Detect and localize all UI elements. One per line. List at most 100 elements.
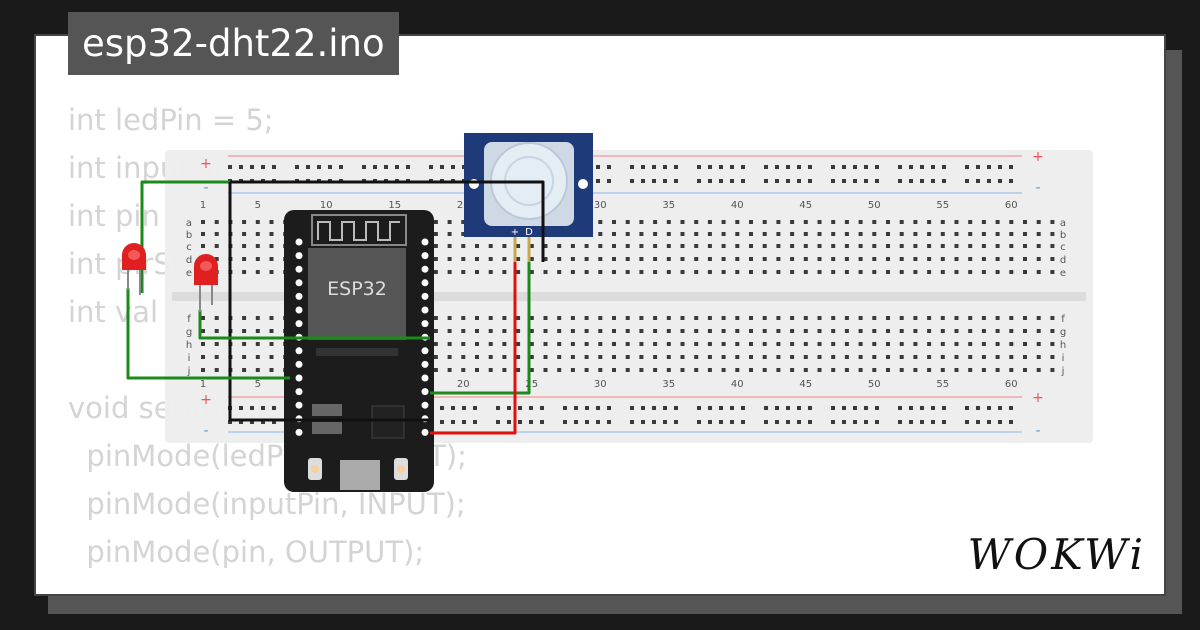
- breadboard-hole: [858, 316, 863, 320]
- breadboard-hole: [461, 316, 466, 320]
- wire-green-led2: [198, 310, 430, 340]
- breadboard-hole: [803, 355, 808, 359]
- breadboard-hole: [596, 420, 600, 424]
- breadboard-hole: [762, 257, 767, 261]
- breadboard-hole: [612, 368, 616, 372]
- breadboard-hole: [1036, 342, 1041, 346]
- breadboard-hole: [842, 420, 846, 424]
- breadboard-hole: [831, 355, 836, 359]
- breadboard-hole: [940, 257, 945, 261]
- breadboard-hole: [899, 232, 904, 236]
- breadboard-hole: [817, 220, 822, 224]
- breadboard-hole: [749, 316, 753, 320]
- breadboard-hole: [899, 329, 904, 333]
- breadboard-hole: [596, 179, 600, 183]
- breadboard-hole: [214, 368, 219, 372]
- breadboard-hole: [968, 316, 973, 320]
- breadboard-hole: [666, 368, 671, 372]
- breadboard-hole: [625, 368, 630, 372]
- breadboard-hole: [214, 329, 219, 333]
- breadboard-hole: [447, 244, 452, 248]
- breadboard-hole: [516, 368, 521, 372]
- breadboard-hole: [543, 329, 548, 333]
- breadboard-hole: [749, 270, 753, 274]
- breadboard-hole: [612, 329, 616, 333]
- breadboard-hole: [913, 232, 918, 236]
- breadboard-hole: [488, 342, 493, 346]
- breadboard-hole: [872, 232, 877, 236]
- breadboard-hole: [844, 257, 849, 261]
- breadboard-hole: [697, 406, 701, 410]
- breadboard-hole: [529, 329, 534, 333]
- breadboard-row-letter: g: [186, 327, 192, 338]
- breadboard-hole: [666, 257, 671, 261]
- breadboard-hole: [1050, 355, 1055, 359]
- breadboard-hole: [433, 368, 438, 372]
- breadboard-hole: [461, 368, 466, 372]
- breadboard-hole: [666, 342, 671, 346]
- breadboard-hole: [707, 257, 712, 261]
- breadboard-hole: [730, 165, 734, 169]
- breadboard-hole: [776, 220, 781, 224]
- breadboard-hole: [735, 244, 740, 248]
- breadboard-hole: [1009, 406, 1013, 410]
- breadboard-hole: [529, 342, 534, 346]
- breadboard-hole: [872, 257, 877, 261]
- breadboard-hole: [674, 420, 678, 424]
- esp32-pin: [295, 360, 303, 368]
- breadboard-hole: [968, 270, 973, 274]
- breadboard-hole: [775, 165, 779, 169]
- breadboard-hole: [831, 420, 835, 424]
- esp32-pin: [295, 374, 303, 382]
- breadboard-hole: [598, 270, 603, 274]
- breadboard-hole: [927, 257, 932, 261]
- breadboard-hole: [927, 270, 932, 274]
- breadboard-hole: [680, 316, 685, 320]
- breadboard-hole: [652, 179, 656, 183]
- wire-red-power: [430, 262, 517, 435]
- esp32-pin: [295, 320, 303, 328]
- esp32-pin: [421, 252, 429, 260]
- breadboard-hole: [741, 406, 745, 410]
- breadboard-hole: [447, 355, 452, 359]
- breadboard-hole: [461, 270, 466, 274]
- breadboard-hole: [674, 406, 678, 410]
- breadboard-hole: [540, 406, 544, 410]
- breadboard-hole: [998, 179, 1002, 183]
- breadboard-hole: [831, 329, 836, 333]
- breadboard-hole: [831, 406, 835, 410]
- breadboard-hole: [516, 329, 521, 333]
- breadboard-hole: [625, 270, 630, 274]
- breadboard-hole: [261, 406, 265, 410]
- breadboard-column-number: 50: [868, 200, 881, 211]
- breadboard-hole: [797, 179, 801, 183]
- breadboard-hole: [666, 355, 671, 359]
- breadboard-hole: [981, 342, 986, 346]
- breadboard-hole: [612, 316, 616, 320]
- breadboard-hole: [433, 244, 438, 248]
- breadboard-hole: [864, 406, 868, 410]
- breadboard-column-number: 20: [457, 200, 470, 211]
- breadboard-hole: [406, 165, 410, 169]
- breadboard-hole: [598, 368, 603, 372]
- breadboard-hole: [488, 329, 493, 333]
- breadboard-hole: [981, 368, 986, 372]
- breadboard-hole: [808, 420, 812, 424]
- breadboard-hole: [940, 355, 945, 359]
- breadboard-hole: [598, 329, 603, 333]
- breadboard-hole: [899, 244, 904, 248]
- breadboard-rail-sign: -: [1035, 423, 1040, 439]
- breadboard-hole: [1050, 257, 1055, 261]
- breadboard-hole: [965, 420, 969, 424]
- breadboard-hole: [831, 165, 835, 169]
- breadboard-hole: [697, 420, 701, 424]
- breadboard-hole: [721, 316, 726, 320]
- breadboard-hole: [1009, 368, 1014, 372]
- breadboard-rail-sign: +: [200, 392, 212, 408]
- breadboard-hole: [680, 342, 685, 346]
- breadboard-hole: [872, 244, 877, 248]
- breadboard-hole: [570, 244, 575, 248]
- breadboard-hole: [721, 232, 726, 236]
- breadboard-hole: [920, 420, 924, 424]
- breadboard-hole: [931, 165, 935, 169]
